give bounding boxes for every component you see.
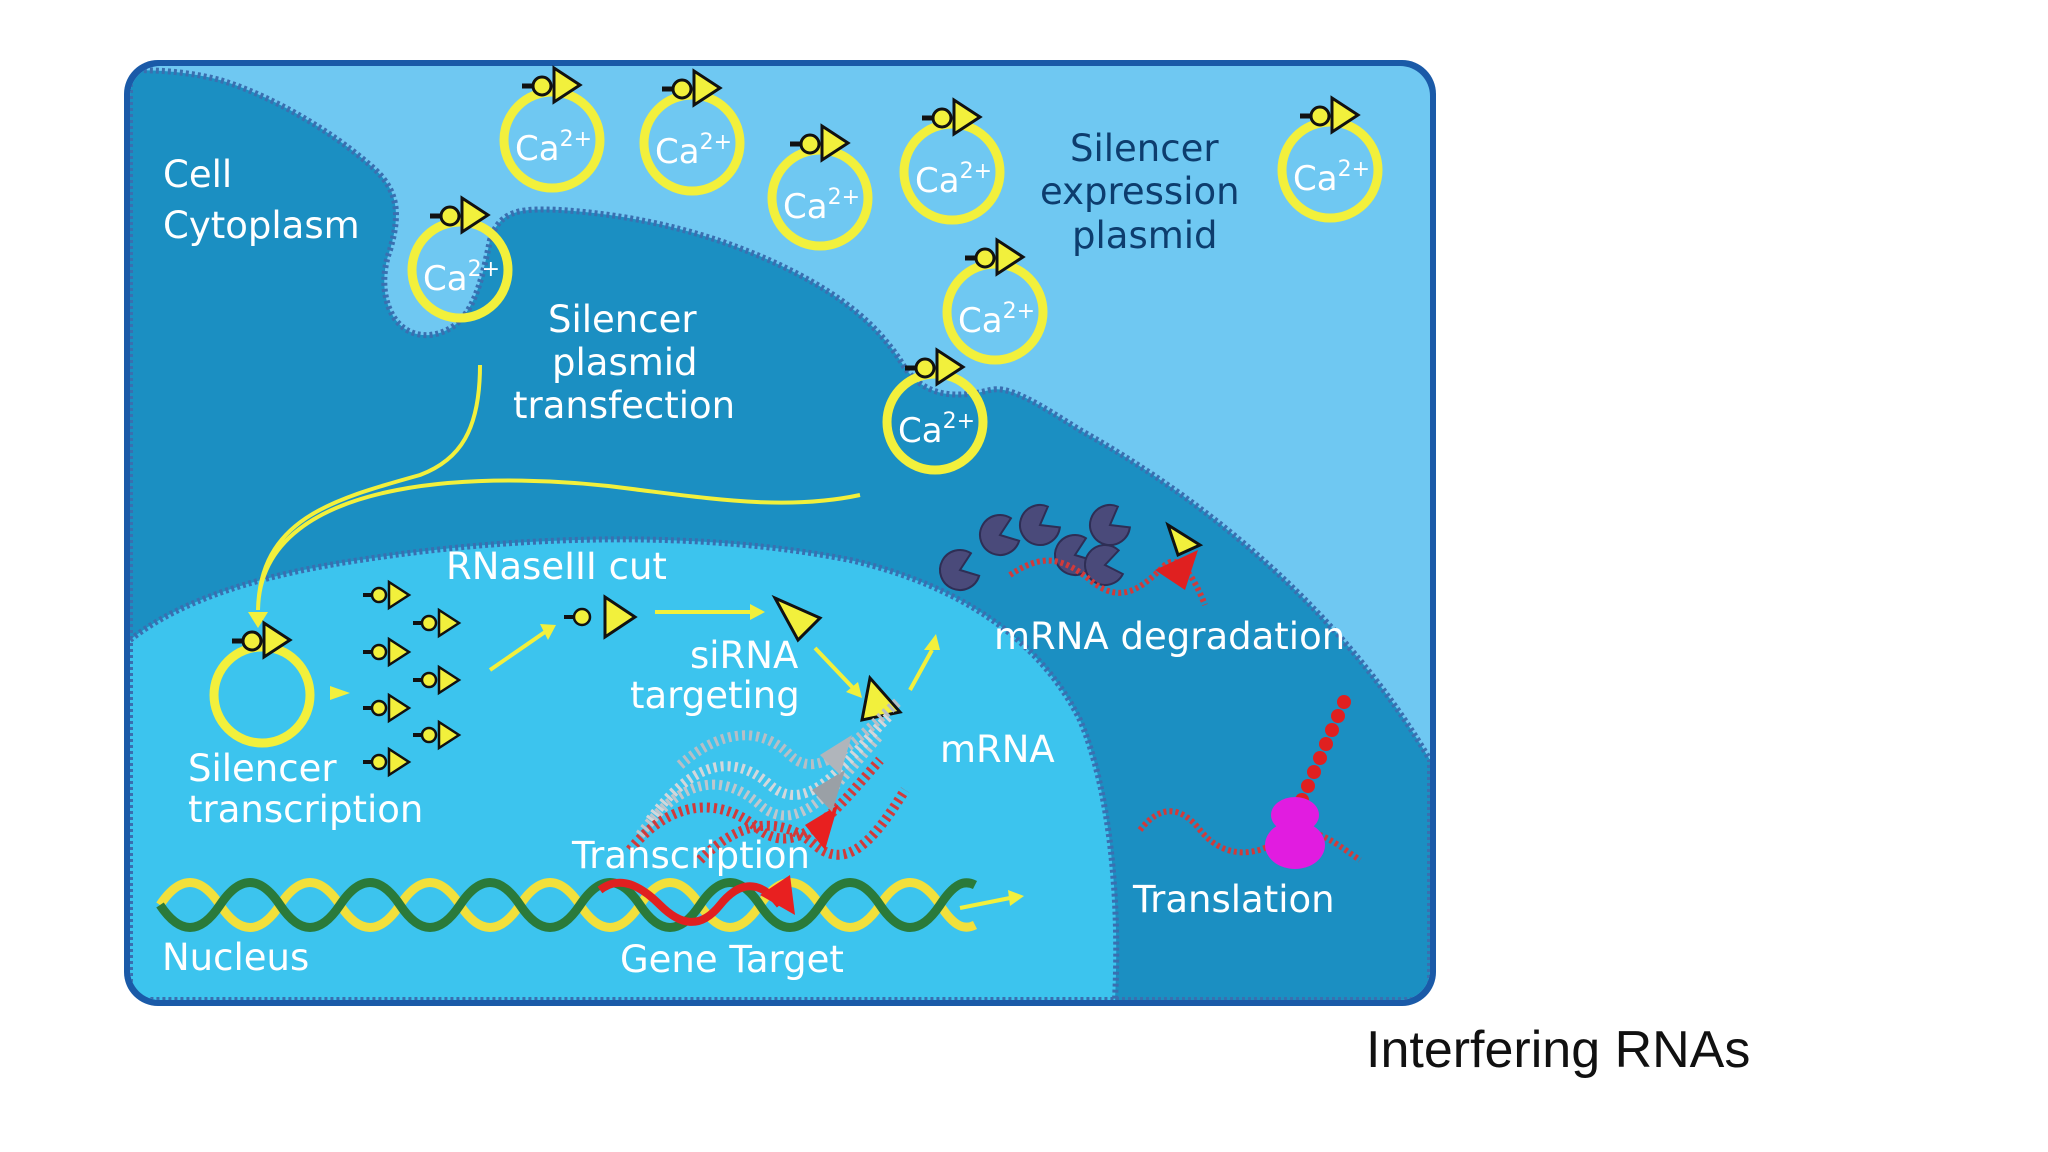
- label-mrna: mRNA: [940, 728, 1055, 771]
- dna-exit-arrow: [959, 896, 1011, 910]
- label-sirna: siRNA: [690, 634, 798, 677]
- label-gene-target: Gene Target: [620, 938, 844, 981]
- plasmid-ca-label: Ca2+: [898, 409, 975, 451]
- plasmid-ca-label: Ca2+: [915, 159, 992, 201]
- exit-arrow: [908, 649, 934, 691]
- arrowhead-icon: [846, 682, 862, 698]
- targeting-arrow: [813, 646, 857, 692]
- mrna-transcripts: [626, 696, 910, 864]
- sirna-icon: [1155, 550, 1198, 590]
- arrowhead-icon: [750, 604, 765, 620]
- label-nucleus: Nucleus: [162, 936, 309, 979]
- label-silencer-transcription-1: Silencer: [188, 747, 337, 790]
- peptide-chain-icon: [1295, 695, 1351, 807]
- label-targeting: targeting: [630, 674, 800, 717]
- label-transcription: Transcription: [571, 834, 810, 877]
- label-cell: Cell: [163, 153, 232, 196]
- mrna-strand-icon: [1137, 808, 1362, 863]
- arrowhead-icon: [924, 634, 940, 650]
- rnaseiii-arrow: [488, 630, 547, 672]
- arrowhead-icon: [1008, 890, 1024, 906]
- sirna-icon: [760, 875, 795, 915]
- plasmid-ca-label: Ca2+: [655, 130, 732, 172]
- sirna-icon: [1165, 521, 1204, 558]
- label-silencer-transfection-3: transfection: [513, 384, 735, 427]
- sirna-icon: [805, 805, 838, 850]
- label-translation: Translation: [1132, 878, 1335, 921]
- label-silencer-expression-2: expression: [1040, 170, 1240, 213]
- transfection-pathway-arrow: [256, 364, 861, 611]
- plasmid-ca-label: Ca2+: [958, 299, 1035, 341]
- label-silencer-expression-1: Silencer: [1070, 127, 1219, 170]
- arrowhead-icon: [248, 612, 268, 628]
- plasmid-ca-label: Ca2+: [515, 127, 592, 169]
- dna-helix: [156, 878, 978, 932]
- arrowhead-icon: [540, 624, 556, 640]
- plasmid-ca-label: Ca2+: [783, 185, 860, 227]
- plasmid-icon: [209, 620, 315, 748]
- caption: Interfering RNAs: [1366, 1021, 1751, 1079]
- plasmid-ca-label: Ca2+: [423, 257, 500, 299]
- arrowhead-icon: [330, 686, 350, 700]
- label-rnaseiii: RNaseIII cut: [446, 545, 667, 588]
- ribosome-icon: [1265, 797, 1325, 869]
- plasmid-ca-label: Ca2+: [1293, 157, 1370, 199]
- label-silencer-transfection-1: Silencer: [548, 298, 697, 341]
- sirna-icon: [812, 770, 845, 812]
- label-cytoplasm: Cytoplasm: [163, 204, 360, 247]
- label-silencer-transcription-2: transcription: [188, 788, 423, 831]
- label-silencer-transfection-2: plasmid: [552, 341, 698, 384]
- label-silencer-expression-3: plasmid: [1072, 214, 1218, 257]
- sirna-duplex-icon: [564, 594, 638, 640]
- sirna-icon: [771, 594, 823, 643]
- label-mrna-degradation: mRNA degradation: [994, 615, 1345, 658]
- sirna-icon: [820, 735, 852, 775]
